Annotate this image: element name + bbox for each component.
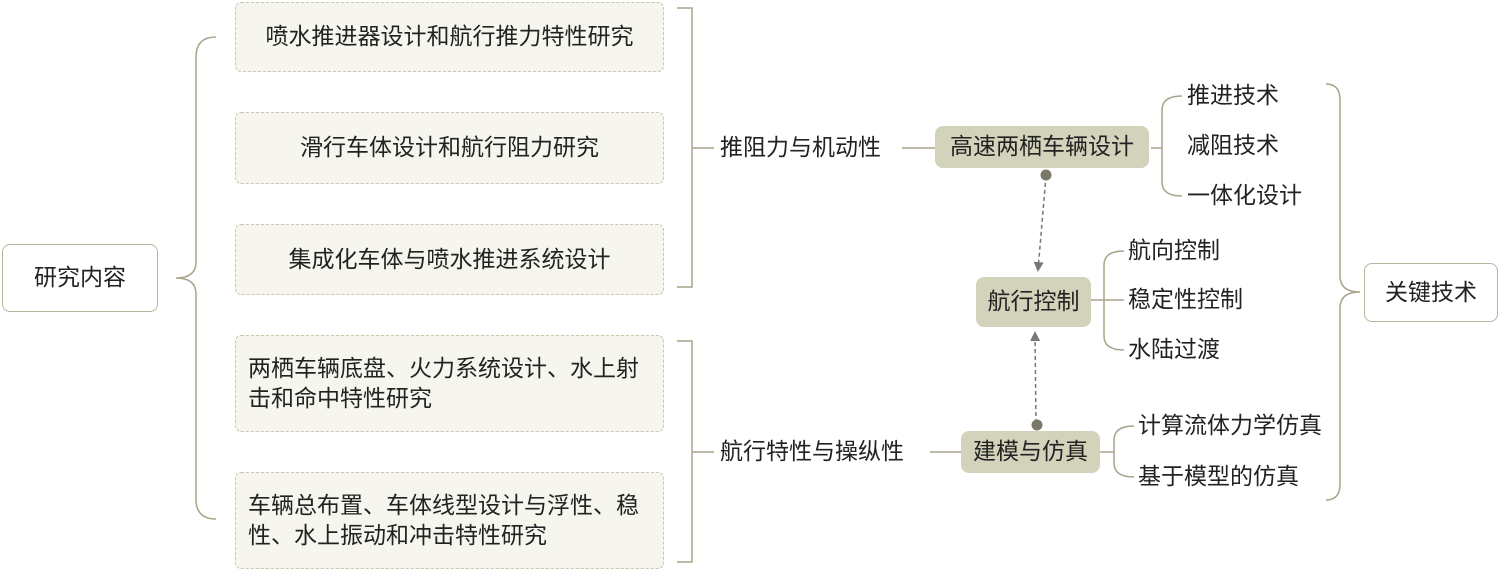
tech-drag-reduction: 减阻技术 (1187, 133, 1279, 159)
control-tech-brace (1091, 250, 1125, 351)
item-label: 滑行车体设计和航行阻力研究 (300, 135, 599, 161)
design-to-control-arrow (1033, 175, 1047, 272)
key-tech-node: 关键技术 (1364, 263, 1498, 322)
item-general-layout: 车辆总布置、车体线型设计与浮性、稳性、水上振动和冲击特性研究 (235, 472, 664, 569)
group-bottom-label: 航行特性与操纵性 (720, 439, 904, 465)
top-group-bracket (677, 7, 714, 288)
key-tech-label: 关键技术 (1385, 279, 1477, 306)
root-node: 研究内容 (2, 244, 158, 312)
item-label: 喷水推进器设计和航行推力特性研究 (265, 24, 634, 50)
item-chassis-firepower: 两栖车辆底盘、火力系统设计、水上射击和命中特性研究 (235, 335, 664, 432)
item-jet-propulsor: 喷水推进器设计和航行推力特性研究 (235, 2, 664, 72)
hub-vehicle-design: 高速两栖车辆设计 (935, 126, 1149, 168)
tech-integrated-design: 一体化设计 (1187, 183, 1302, 209)
tech-heading-control: 航向控制 (1128, 238, 1220, 264)
design-tech-brace (1151, 95, 1183, 197)
hub-modeling-simulation: 建模与仿真 (961, 431, 1100, 473)
left-brace (175, 36, 217, 520)
tech-model-based-simulation: 基于模型的仿真 (1138, 464, 1299, 490)
modeling-tech-brace (1100, 425, 1135, 478)
tech-cfd-simulation: 计算流体力学仿真 (1138, 413, 1322, 439)
group-top-label: 推阻力与机动性 (720, 135, 881, 161)
item-label: 车辆总布置、车体线型设计与浮性、稳性、水上振动和冲击特性研究 (248, 492, 639, 549)
item-label: 两栖车辆底盘、火力系统设计、水上射击和命中特性研究 (248, 355, 639, 412)
right-brace (1325, 83, 1361, 501)
modeling-connector-dot (1031, 419, 1043, 431)
item-integrated-hull: 集成化车体与喷水推进系统设计 (235, 224, 664, 295)
design-connector-dot (1040, 169, 1052, 181)
tech-land-water-transition: 水陆过渡 (1128, 337, 1220, 363)
bottom-group-bracket (677, 340, 714, 563)
tech-stability-control: 稳定性控制 (1128, 287, 1243, 313)
item-label: 集成化车体与喷水推进系统设计 (288, 246, 611, 273)
tech-propulsion: 推进技术 (1187, 83, 1279, 109)
hub-label: 高速两栖车辆设计 (950, 134, 1134, 160)
hub-label: 航行控制 (987, 289, 1080, 315)
item-planing-hull: 滑行车体设计和航行阻力研究 (235, 112, 664, 184)
hub-label: 建模与仿真 (973, 439, 1088, 465)
modeling-to-control-arrow (1030, 331, 1041, 424)
hub-navigation-control: 航行控制 (976, 277, 1091, 327)
root-label: 研究内容 (34, 265, 126, 291)
